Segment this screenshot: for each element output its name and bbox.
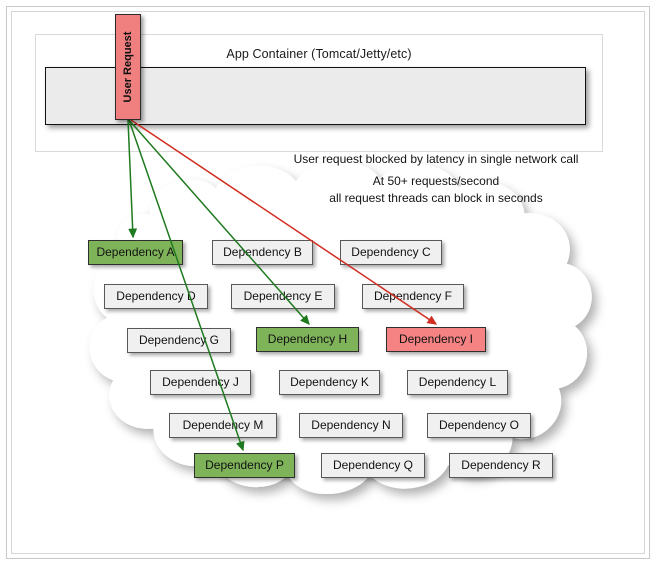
dependency-box-q: Dependency Q: [321, 453, 425, 478]
user-request-label: User Request: [122, 31, 134, 103]
dependency-label: Dependency D: [116, 289, 196, 303]
annotation-line-2: At 50+ requests/second: [372, 174, 500, 188]
dependency-box-k: Dependency K: [279, 370, 380, 395]
dependency-label: Dependency G: [138, 333, 220, 347]
dependency-label: Dependency C: [351, 245, 431, 259]
dependency-box-n: Dependency N: [299, 413, 403, 438]
dependency-box-m: Dependency M: [169, 413, 277, 438]
dependency-box-b: Dependency B: [212, 240, 313, 265]
annotation-line-3: all request threads can block in seconds: [329, 191, 543, 205]
dependency-label: Dependency B: [223, 245, 302, 259]
dependency-box-l: Dependency L: [407, 370, 508, 395]
dependency-box-r: Dependency R: [449, 453, 553, 478]
dependency-label: Dependency J: [162, 375, 239, 389]
app-container-title: App Container (Tomcat/Jetty/etc): [226, 47, 412, 61]
dependency-label: Dependency Q: [332, 458, 414, 472]
annotation-text: User request blocked by latency in singl…: [246, 151, 626, 207]
dependency-box-j: Dependency J: [150, 370, 251, 395]
dependency-label: Dependency L: [418, 375, 497, 389]
dependency-box-a: Dependency A: [88, 240, 183, 265]
user-request-box: User Request: [115, 14, 141, 120]
dependency-box-o: Dependency O: [427, 413, 531, 438]
dependency-label: Dependency O: [438, 418, 520, 432]
dependency-box-d: Dependency D: [104, 284, 208, 309]
dependency-box-g: Dependency G: [127, 328, 231, 353]
dependency-label: Dependency F: [373, 289, 453, 303]
dependency-box-f: Dependency F: [362, 284, 464, 309]
dependency-label: Dependency H: [267, 332, 348, 346]
annotation-line-1: User request blocked by latency in singl…: [293, 152, 579, 166]
dependency-label: Dependency M: [182, 418, 264, 432]
dependency-box-c: Dependency C: [340, 240, 442, 265]
dependency-label: Dependency E: [243, 289, 323, 303]
dependency-box-i: Dependency I: [386, 327, 486, 352]
dependency-label: Dependency P: [205, 458, 284, 472]
dependency-label: Dependency I: [398, 332, 474, 346]
dependency-label: Dependency N: [311, 418, 391, 432]
dependency-box-e: Dependency E: [231, 284, 335, 309]
dependency-box-p: Dependency P: [194, 453, 295, 478]
dependency-box-h: Dependency H: [256, 327, 359, 352]
dependency-label: Dependency R: [461, 458, 541, 472]
dependency-label: Dependency A: [96, 245, 175, 259]
dependency-label: Dependency K: [290, 375, 369, 389]
